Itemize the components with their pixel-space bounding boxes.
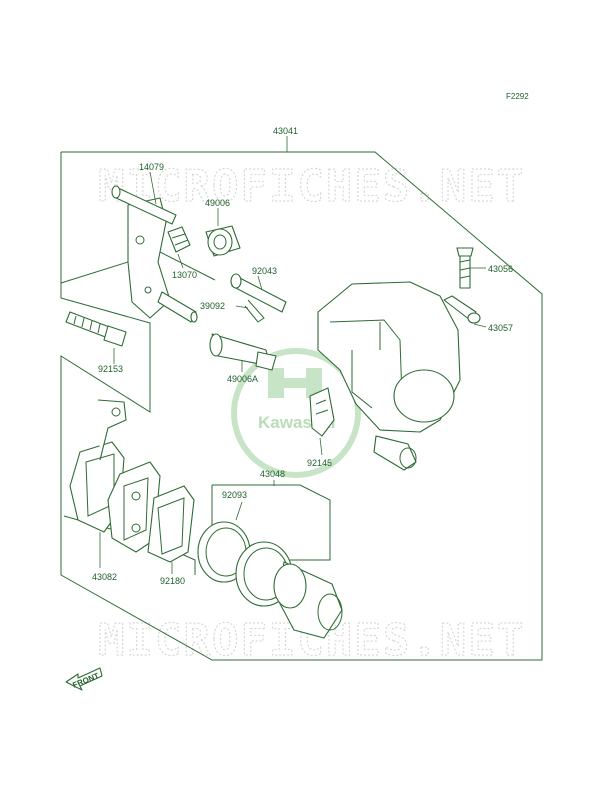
leader-14079 — [149, 171, 157, 205]
boot-49006A — [209, 333, 277, 371]
label-13070: 13070 — [172, 270, 197, 280]
label-43057: 43057 — [488, 323, 513, 333]
label-92180: 92180 — [160, 576, 185, 586]
label-92145: 92145 — [307, 458, 332, 468]
label-49006A: 49006A — [227, 374, 258, 384]
bleeder-valve-43056 — [456, 247, 474, 289]
label-39092: 39092 — [200, 301, 225, 311]
watermark-top: MICROFICHES.NET — [98, 161, 525, 212]
clip-39092 — [244, 299, 265, 323]
label-49006: 49006 — [205, 198, 230, 208]
label-92153: 92153 — [98, 364, 123, 374]
caliper-body — [317, 281, 461, 471]
label-14079: 14079 — [139, 162, 164, 172]
piston-43048 — [273, 561, 343, 639]
label-43082: 43082 — [92, 572, 117, 582]
front-arrow-icon: FRONT — [65, 667, 103, 691]
leader-92043 — [257, 275, 263, 291]
pad-spring-13070 — [167, 226, 191, 253]
label-43056: 43056 — [488, 264, 513, 274]
leader-39092 — [235, 305, 249, 309]
bolt-92153 — [65, 311, 127, 347]
label-43041: 43041 — [273, 126, 298, 136]
label-43048: 43048 — [260, 469, 285, 479]
bracket-pin-lower — [157, 291, 198, 323]
brake-pad-inner — [107, 461, 161, 553]
pad-spring-92145 — [309, 387, 335, 437]
bleeder-cap-43057 — [443, 295, 481, 324]
leader-13070 — [177, 253, 184, 269]
caliper-assembly-box — [60, 151, 543, 661]
boot-49006 — [205, 225, 241, 257]
figure-code: F2292 — [506, 92, 529, 101]
leader-92145 — [319, 437, 323, 456]
label-92043: 92043 — [252, 266, 277, 276]
label-92093: 92093 — [222, 490, 247, 500]
caliper-bracket — [111, 185, 177, 319]
leader-92093 — [235, 501, 243, 521]
shim-92180 — [147, 485, 195, 563]
leader-43057 — [473, 323, 487, 328]
slide-pin-92043 — [230, 273, 287, 313]
